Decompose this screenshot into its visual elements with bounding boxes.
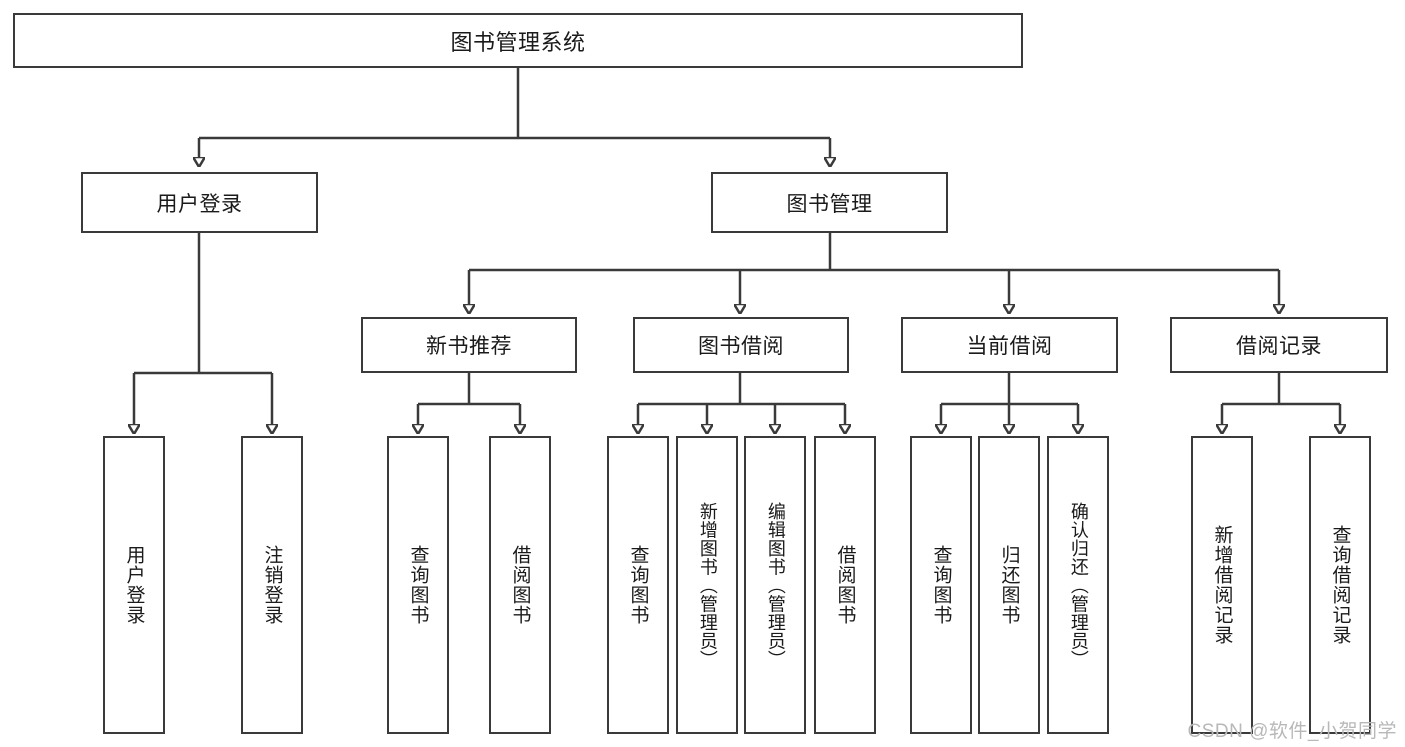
leaf-user-login-logout[interactable]: 注销登录 [241, 436, 303, 734]
leaf-recommend-query-book[interactable]: 查询图书 [387, 436, 449, 734]
leaf-label: 借阅图书 [509, 545, 531, 625]
node-label: 用户登录 [156, 192, 243, 216]
leaf-recommend-borrow-book[interactable]: 借阅图书 [489, 436, 551, 734]
leaf-label: 注销登录 [261, 545, 283, 625]
leaf-record-query-record[interactable]: 查询借阅记录 [1309, 436, 1371, 734]
node-root-system[interactable]: 图书管理系统 [13, 13, 1023, 68]
node-label: 新书推荐 [426, 335, 512, 358]
node-label: 当前借阅 [966, 335, 1053, 358]
leaf-user-login-login[interactable]: 用户登录 [103, 436, 165, 734]
leaf-current-query-book[interactable]: 查询图书 [910, 436, 972, 734]
watermark-text: CSDN @软件_小贺同学 [1187, 721, 1397, 742]
leaf-label: 确认归还（管理员） [1068, 501, 1089, 669]
leaf-label: 归还图书 [998, 545, 1020, 625]
leaf-label: 查询图书 [627, 545, 649, 625]
node-new-book-recommend[interactable]: 新书推荐 [361, 317, 577, 373]
leaf-label: 编辑图书（管理员） [765, 501, 786, 669]
leaf-label: 查询借阅记录 [1329, 525, 1351, 645]
leaf-label: 查询图书 [407, 545, 429, 625]
node-label: 图书借阅 [698, 335, 784, 358]
leaf-record-add-record[interactable]: 新增借阅记录 [1191, 436, 1253, 734]
leaf-borrow-add-book-admin[interactable]: 新增图书（管理员） [676, 436, 738, 734]
leaf-label: 查询图书 [930, 545, 952, 625]
leaf-current-confirm-return-admin[interactable]: 确认归还（管理员） [1047, 436, 1109, 734]
node-book-borrow[interactable]: 图书借阅 [633, 317, 849, 373]
node-borrow-record[interactable]: 借阅记录 [1170, 317, 1388, 373]
node-label: 图书管理系统 [450, 29, 586, 55]
node-label: 借阅记录 [1236, 335, 1322, 358]
node-current-borrow[interactable]: 当前借阅 [901, 317, 1118, 373]
leaf-label: 新增借阅记录 [1211, 525, 1233, 645]
leaf-label: 用户登录 [123, 545, 145, 625]
leaf-current-return-book[interactable]: 归还图书 [978, 436, 1040, 734]
leaf-borrow-borrow-book[interactable]: 借阅图书 [814, 436, 876, 734]
node-book-management[interactable]: 图书管理 [711, 172, 948, 233]
leaf-borrow-edit-book-admin[interactable]: 编辑图书（管理员） [744, 436, 806, 734]
leaf-label: 借阅图书 [834, 545, 856, 625]
leaf-borrow-query-book[interactable]: 查询图书 [607, 436, 669, 734]
node-user-login[interactable]: 用户登录 [81, 172, 318, 233]
node-label: 图书管理 [786, 192, 873, 216]
leaf-label: 新增图书（管理员） [697, 501, 718, 669]
